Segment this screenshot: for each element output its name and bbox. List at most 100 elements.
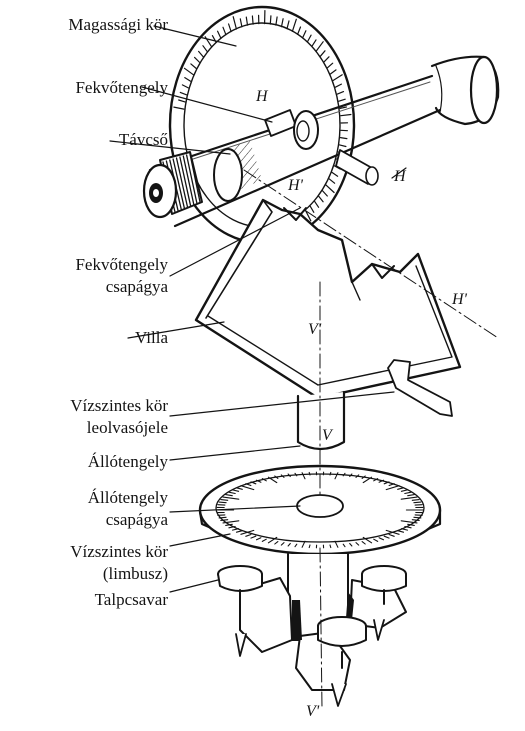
vertical-circle-tick [178,99,186,103]
vertical-circle-tick [269,15,272,25]
horizontal-circle-tick [407,494,415,497]
vertical-circle-tick [286,20,290,30]
horizontal-circle-tick [400,520,418,524]
horizontal-circle-tick [308,471,311,476]
vertical-circle-tick [315,41,324,52]
vertical-circle-tick [309,205,315,213]
horizontal-circle-tick [228,525,236,529]
vertical-circle-tick [297,26,302,36]
vertical-circle-tick [173,106,185,110]
horizontal-circle-tick [294,543,298,548]
vertical-circle-tick [239,18,243,28]
vertical-circle-tick [302,30,307,39]
horizontal-circle-tick [355,474,360,478]
horizontal-circle-tick [274,475,279,479]
vertical-circle-tick [317,195,324,203]
axis-lines [243,169,499,709]
horizontal-circle-tick [400,496,418,500]
vertical-circle-tick [190,63,197,70]
vertical-circle-tick [280,18,284,28]
horizontal-circle-tick [342,543,346,548]
horizontal-circle [198,464,442,556]
vertical-circle-tick [304,209,312,222]
horizontal-circle-tick [404,525,412,529]
horizontal-circle-tick [361,541,366,545]
horizontal-circle-tick [280,542,285,546]
horizontal-circle-tick [301,472,306,480]
axis-mark-h-top: H [255,88,269,105]
horizontal-circle-tick [222,520,240,524]
horizontal-circle-tick [383,481,390,485]
horizontal-circle-tick [329,471,332,476]
vertical-circle-tick [325,184,335,194]
label-horizontal-circle-line1: Vízszintes kör [70,542,168,561]
vertical-circle-tick [275,16,278,26]
horizontal-circle-tick [250,535,257,539]
horizontal-circle-tick [261,478,267,482]
vertical-circle-tick [179,91,188,96]
vertical-circle-tick [329,69,337,75]
vertical-circle-tick [306,34,312,43]
vertical-circle-tick [323,56,330,63]
vertical-circle-tick [194,56,201,64]
horizontal-circle-tick [400,489,409,492]
label-horizontal-axis-bearing-line2: csapágya [105,277,168,296]
horizontal-circle-tick [361,475,366,479]
label-horizontal-circle-line2: (limbusz) [102,564,168,583]
axis-mark-h-prime-right: H' [451,291,468,308]
vertical-circle-tick [251,15,254,25]
horizontal-circle-tick [404,491,412,495]
horizontal-circle-tick [287,473,291,478]
horizontal-circle-tick [245,483,252,487]
horizontal-axis [264,109,379,186]
horizontal-circle-tick [334,472,339,480]
horizontal-circle-tick [308,544,311,549]
vertical-circle-tick [291,18,297,32]
horizontal-circle-tick [222,496,240,500]
eyepiece-knurl-line [175,157,189,208]
horizontal-circle-tick [349,542,353,547]
horizontal-circle-tick [385,485,400,491]
eyepiece-knurl-line [182,155,195,206]
horizontal-circle-tick [220,519,229,521]
label-index-mark-line1: Vízszintes kör [70,396,168,415]
vertical-axis [296,390,346,451]
label-vertical-axis-bearing-line1: Állótengely [87,488,168,507]
vertical-circle-tick [319,50,326,57]
horizontal-circle-tick [255,479,262,483]
axis-mark-v-prime-upper: V' [308,321,322,338]
label-index-mark-line2: leolvasójele [86,418,168,437]
horizontal-circle-tick [329,544,332,549]
horizontal-circle-tick [411,519,420,521]
vertical-circle-tick [181,84,189,89]
label-vertical-axis-bearing-line2: csapágya [105,510,168,529]
vertical-circle-tick [183,67,194,76]
leader-lines [109,25,395,593]
vertical-circle-tick [198,50,204,58]
horizontal-circle-tick [388,483,395,487]
horizontal-circle-tick [261,538,267,542]
label-horizontal-axis-bearing-line1: Fekvőtengely [75,255,168,274]
horizontal-circle-tick [413,516,422,519]
horizontal-circle-tick [294,472,298,477]
h-right-pointer [391,167,407,179]
vertical-circle-tick [338,98,346,102]
axis-marks: H H H' H' V' V V' [255,88,468,720]
horizontal-circle-tick [397,530,405,533]
vertical-circle-tick [336,90,345,95]
horizontal-circle-tick [240,485,255,491]
vertical-circle-tick [339,106,347,110]
horizontal-circle-tick [388,533,395,537]
horizontal-circle-tick [373,538,379,542]
horizontal-circle-tick [255,537,262,541]
horizontal-circle-tick [218,501,227,504]
horizontal-circle-tick [400,528,409,531]
vertical-circle-tick [328,178,336,184]
vertical-circle-tick [340,113,352,117]
horizontal-circle-tick [385,529,400,535]
eyepiece-knurl-line [172,158,186,209]
horizontal-circle-tick [355,542,360,546]
vertical-circle-tick [311,39,317,47]
horizontal-circle-tick [362,476,373,484]
